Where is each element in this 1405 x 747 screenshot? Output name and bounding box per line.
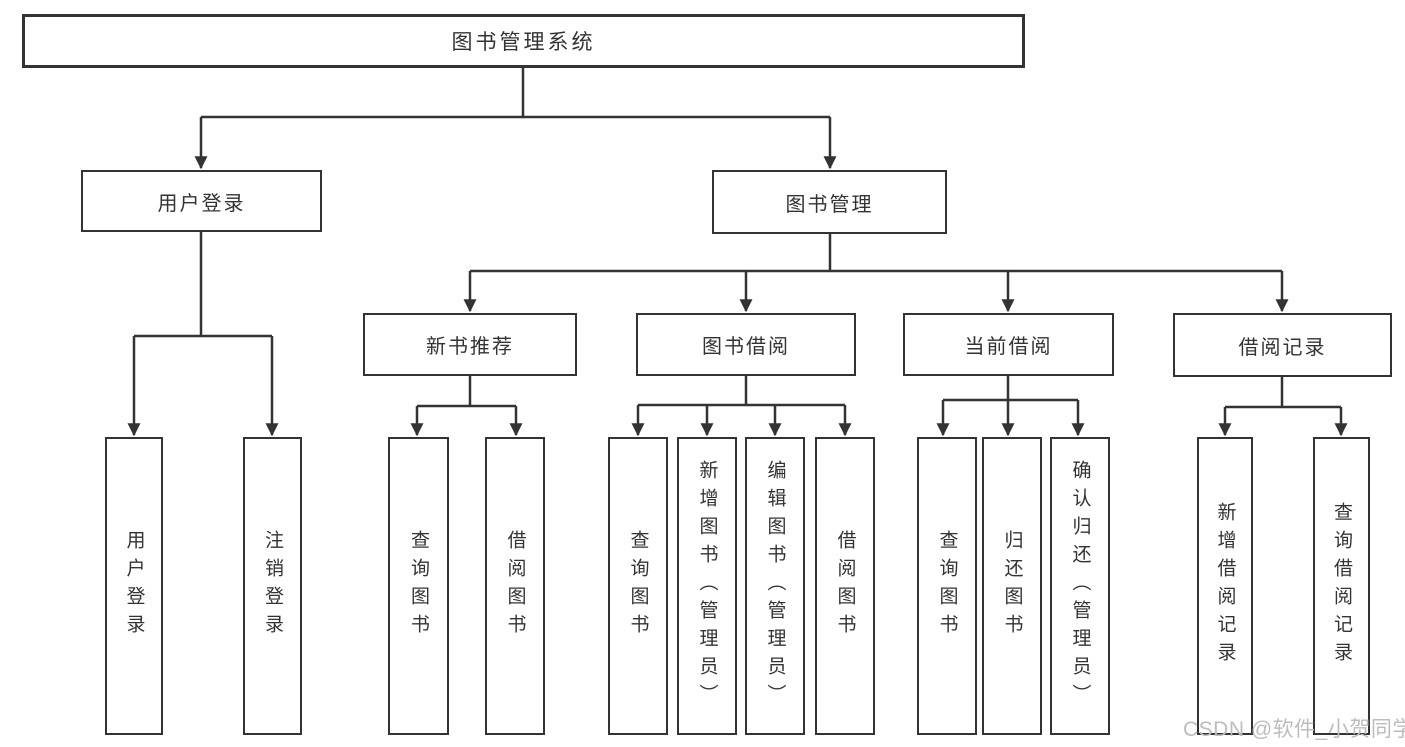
node-borrowing-edit-books-admin-label: 编辑图书（管理员） [764, 460, 786, 712]
node-user-login-group-label: 用户登录 [157, 192, 246, 215]
node-user-login: 用户登录 [105, 437, 163, 735]
node-records-query-record-label: 查询借阅记录 [1331, 502, 1352, 670]
node-borrowing-borrow-books-label: 借阅图书 [834, 530, 856, 642]
node-recommend-query-books-label: 查询图书 [408, 530, 429, 642]
node-borrowing-borrow-books: 借阅图书 [815, 437, 875, 735]
node-borrowing-records: 借阅记录 [1173, 313, 1392, 377]
node-current-confirm-return-admin: 确认归还（管理员） [1050, 437, 1110, 735]
node-recommend-borrow-books-label: 借阅图书 [504, 530, 526, 642]
node-new-book-recommend-label: 新书推荐 [426, 336, 514, 358]
node-logout: 注销登录 [243, 437, 302, 735]
node-records-query-record: 查询借阅记录 [1313, 437, 1370, 735]
node-book-management-label: 图书管理 [785, 193, 874, 216]
node-user-login-label: 用户登录 [123, 530, 145, 642]
node-records-add-record-label: 新增借阅记录 [1214, 502, 1236, 670]
node-current-confirm-return-admin-label: 确认归还（管理员） [1069, 460, 1091, 712]
node-borrowing-query-books-label: 查询图书 [627, 530, 649, 642]
node-user-login-group: 用户登录 [81, 170, 322, 232]
node-book-management: 图书管理 [712, 170, 947, 234]
node-recommend-borrow-books: 借阅图书 [485, 437, 545, 735]
node-library-system-label: 图书管理系统 [451, 31, 596, 54]
node-current-query-books: 查询图书 [917, 437, 977, 735]
node-borrowing-edit-books-admin: 编辑图书（管理员） [745, 437, 805, 735]
node-records-add-record: 新增借阅记录 [1197, 437, 1253, 735]
node-recommend-query-books: 查询图书 [388, 437, 449, 735]
node-new-book-recommend: 新书推荐 [363, 313, 577, 376]
node-current-return-books: 归还图书 [982, 437, 1042, 735]
node-borrowing-query-books: 查询图书 [608, 437, 668, 735]
node-library-system: 图书管理系统 [22, 14, 1025, 68]
node-borrowing-add-books-admin-label: 新增图书（管理员） [696, 460, 718, 712]
node-logout-label: 注销登录 [262, 530, 283, 642]
node-book-borrowing: 图书借阅 [636, 313, 856, 376]
node-borrowing-records-label: 借阅记录 [1238, 336, 1327, 359]
node-book-borrowing-label: 图书借阅 [702, 336, 790, 358]
csdn-watermark: CSDN @软件_小贺同学 [1183, 718, 1405, 741]
node-current-borrowing-label: 当前借阅 [964, 336, 1053, 358]
node-current-return-books-label: 归还图书 [1001, 530, 1023, 642]
node-current-query-books-label: 查询图书 [936, 530, 958, 642]
node-current-borrowing: 当前借阅 [903, 313, 1114, 376]
node-borrowing-add-books-admin: 新增图书（管理员） [677, 437, 737, 735]
